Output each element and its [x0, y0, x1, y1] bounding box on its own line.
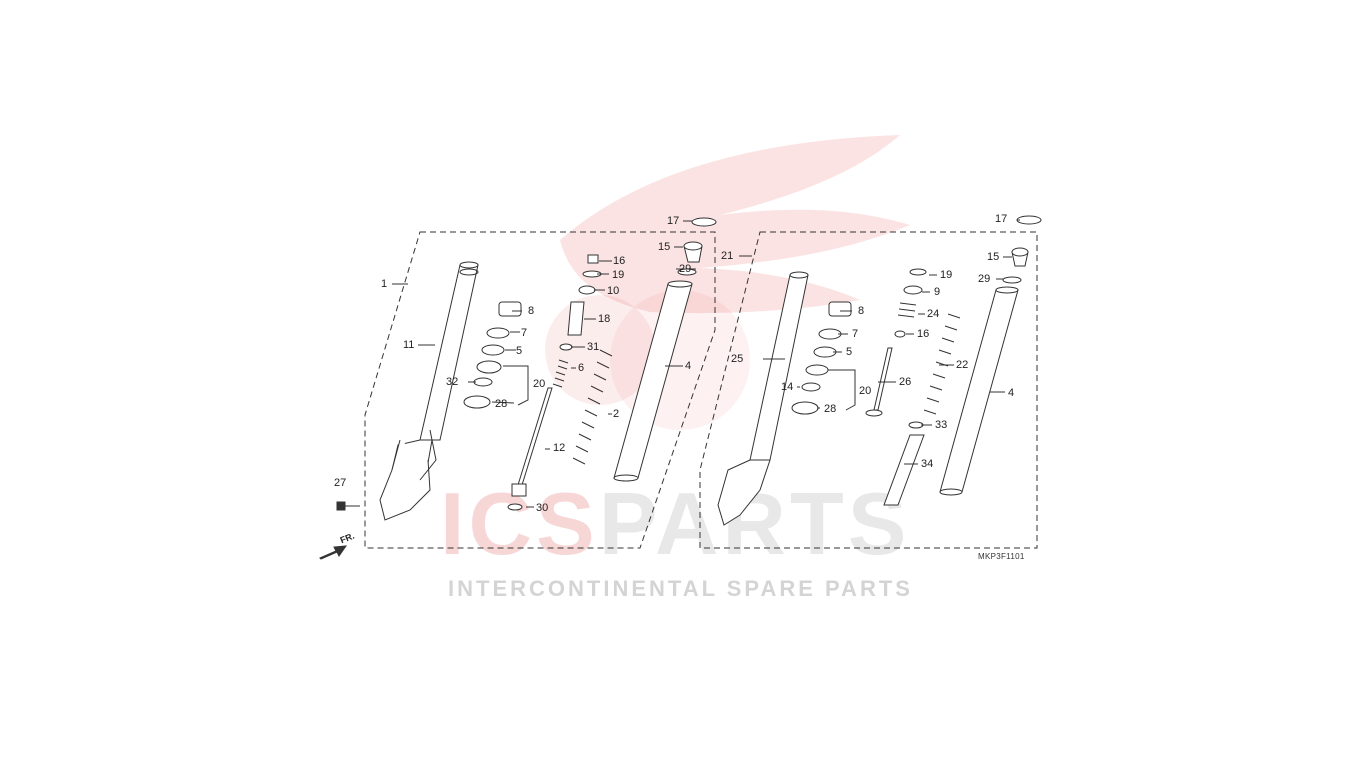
callout-34: 34	[921, 458, 934, 470]
callout-22: 22	[956, 359, 969, 371]
callout-25: 25	[731, 353, 744, 365]
callout-29-right: 29	[978, 273, 991, 285]
callout-29-left: 29	[679, 263, 692, 275]
callout-31: 31	[587, 341, 600, 353]
callout-19: 19	[612, 269, 625, 281]
callout-28-right: 28	[824, 403, 837, 415]
callout-21: 21	[721, 250, 734, 262]
right-group-boundary	[699, 231, 1038, 549]
callout-17-right: 17	[995, 213, 1008, 225]
callout-4-left: 4	[685, 360, 692, 372]
callout-27: 27	[334, 477, 347, 489]
left-group-boundary	[364, 231, 716, 549]
callout-28: 28	[495, 398, 508, 410]
right-inner-tube	[939, 215, 1042, 496]
callout-16: 16	[613, 255, 626, 267]
callout-33: 33	[935, 419, 948, 431]
callout-5-right: 5	[846, 346, 853, 358]
right-inner-parts	[791, 268, 961, 506]
callout-11: 11	[403, 339, 415, 351]
callout-20: 20	[533, 378, 546, 390]
bolt-27	[336, 501, 360, 511]
tagline-watermark: INTERCONTINENTAL SPARE PARTS	[448, 576, 913, 601]
callout-32: 32	[446, 376, 459, 388]
callout-5: 5	[516, 345, 523, 357]
left-inner-tube	[613, 217, 717, 482]
callout-6: 6	[578, 362, 585, 374]
callout-24: 24	[927, 308, 940, 320]
callout-8: 8	[528, 305, 535, 317]
callout-9: 9	[934, 286, 941, 298]
callout-4-right: 4	[1008, 387, 1015, 399]
callout-10: 10	[607, 285, 620, 297]
callout-12: 12	[553, 442, 566, 454]
callout-7-right: 7	[852, 328, 859, 340]
callout-8-right: 8	[858, 305, 865, 317]
callout-19-right: 19	[940, 269, 953, 281]
callout-17-left: 17	[667, 215, 680, 227]
left-inner-parts	[463, 254, 613, 511]
callout-2: 2	[613, 408, 620, 420]
callout-30: 30	[536, 502, 549, 514]
callout-7: 7	[521, 327, 528, 339]
callout-14: 14	[781, 381, 794, 393]
right-outer-tube	[717, 271, 809, 526]
callout-16-right: 16	[917, 328, 930, 340]
left-outer-tube	[379, 261, 479, 521]
front-arrow	[319, 545, 348, 560]
diagram-code: MKP3F1101	[978, 552, 1025, 561]
callout-18: 18	[598, 313, 611, 325]
callout-15-right: 15	[987, 251, 1000, 263]
callout-15-left: 15	[658, 241, 671, 253]
callout-20-right: 20	[859, 385, 872, 397]
callout-1: 1	[381, 278, 388, 290]
callout-26: 26	[899, 376, 912, 388]
